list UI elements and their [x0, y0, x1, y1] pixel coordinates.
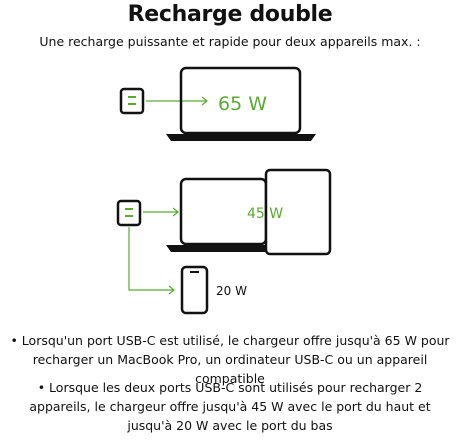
charger-icon	[119, 87, 145, 115]
single-port-power: 65 W	[218, 93, 267, 115]
bullet-dual-port: • Lorsque les deux ports USB-C sont util…	[29, 380, 431, 433]
laptop-icon	[166, 66, 316, 141]
charger-icon	[116, 199, 142, 227]
dual-port-bottom-power: 20 W	[216, 284, 247, 298]
tablet-icon	[264, 168, 332, 256]
bullet-single-port: • Lorsqu'un port USB-C est utilisé, le c…	[10, 333, 450, 386]
arrow-icon	[146, 96, 208, 106]
arrow-icon	[143, 207, 179, 217]
page-title: Recharge double	[127, 2, 333, 27]
charging-diagram: 65 W 45 W 20 W	[116, 66, 332, 315]
phone-icon	[180, 265, 209, 315]
dual-port-top-power: 45 W	[247, 206, 283, 222]
page-subtitle: Une recharge puissante et rapide pour de…	[39, 34, 421, 49]
arrow-icon	[128, 227, 175, 295]
